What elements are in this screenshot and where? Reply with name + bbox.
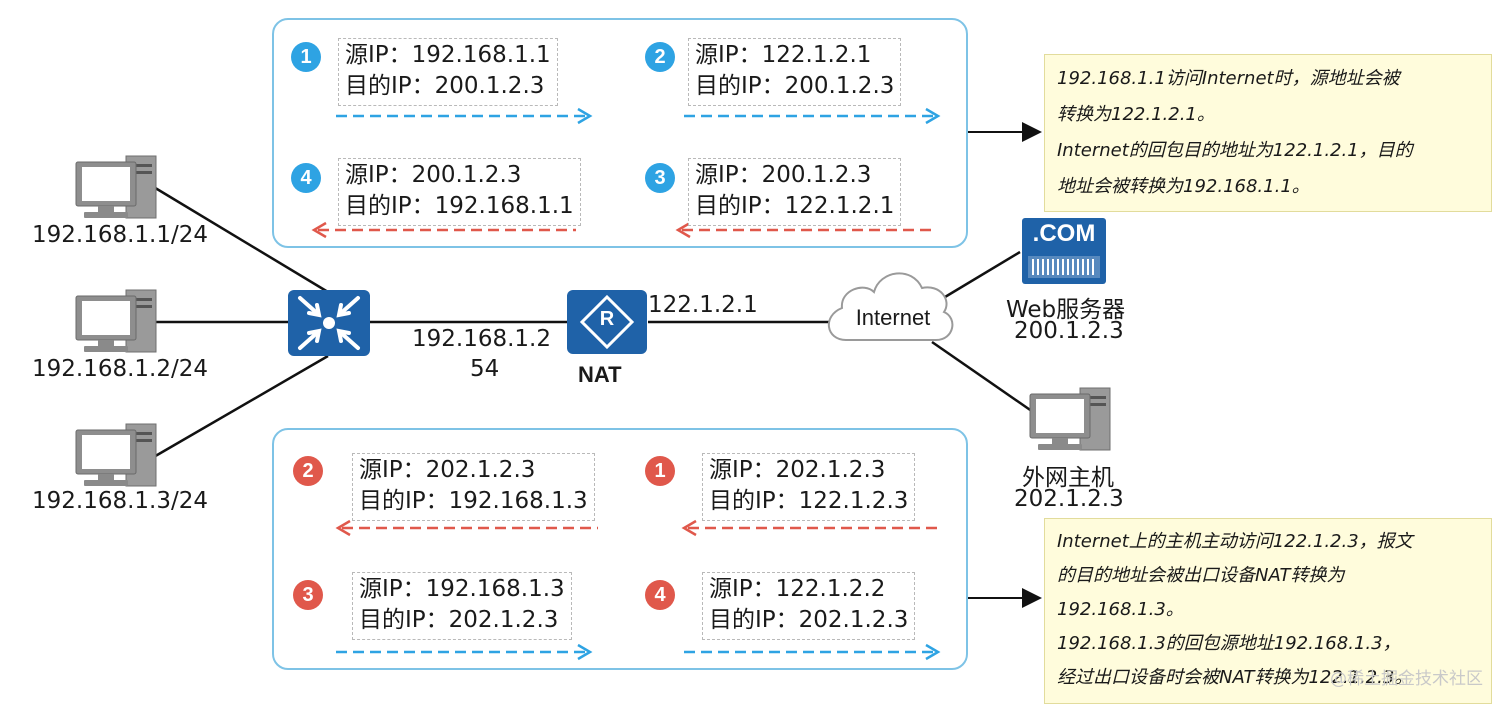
watermark: @稀土掘金技术社区 <box>1330 669 1483 689</box>
web-server-name: Web服务器 <box>1006 297 1126 323</box>
ip-header-box: 源IP：122.1.2.1 目的IP：200.1.2.3 <box>688 38 902 106</box>
src-ip: 源IP：192.168.1.3 <box>359 576 565 602</box>
src-ip: 源IP：192.168.1.1 <box>345 42 551 68</box>
external-host-name: 外网主机 <box>1022 465 1114 491</box>
computer-icon <box>75 289 157 353</box>
src-ip: 源IP：122.1.2.1 <box>695 42 872 68</box>
step-badge: 4 <box>645 580 675 610</box>
web-server-icon <box>1022 218 1106 284</box>
ip-header-box: 源IP：192.168.1.1 目的IP：200.1.2.3 <box>338 38 558 106</box>
dst-ip: 目的IP：200.1.2.3 <box>345 73 545 99</box>
step-badge: 2 <box>645 42 675 72</box>
dst-ip: 目的IP：122.1.2.3 <box>709 488 909 514</box>
step-badge: 3 <box>645 163 675 193</box>
dst-ip: 目的IP：202.1.2.3 <box>359 607 559 633</box>
src-ip: 源IP：202.1.2.3 <box>359 457 536 483</box>
link-cloud-external <box>931 340 1037 416</box>
step-badge: 2 <box>293 456 323 486</box>
router-name: NAT <box>578 362 622 387</box>
web-server-badge: .COM <box>1032 220 1096 247</box>
ip-header-box: 源IP：202.1.2.3 目的IP：122.1.2.3 <box>702 453 916 521</box>
step-badge: 1 <box>645 456 675 486</box>
dst-ip: 目的IP：192.168.1.1 <box>345 193 574 219</box>
router-inside-ip: 192.168.1.2 <box>412 326 551 352</box>
link-host1-switch <box>151 184 329 294</box>
router-icon <box>567 290 647 354</box>
switch-icon <box>288 290 370 356</box>
dst-ip: 目的IP：192.168.1.3 <box>359 488 588 514</box>
external-host-ip: 202.1.2.3 <box>1014 486 1124 512</box>
ip-header-box: 源IP：200.1.2.3 目的IP：192.168.1.1 <box>338 158 581 226</box>
host-label: 192.168.1.3/24 <box>32 488 209 514</box>
note-line: Internet的回包目的地址为122.1.2.1，目的 <box>1057 140 1413 161</box>
note-line: Internet上的主机主动访问122.1.2.3，报文 <box>1057 531 1413 552</box>
ip-header-box: 源IP：202.1.2.3 目的IP：192.168.1.3 <box>352 453 595 521</box>
note-line: 转换为122.1.2.1。 <box>1057 104 1215 125</box>
note-line: 经过出口设备时会被NAT转换为122.1.2.3。 <box>1057 667 1413 688</box>
cloud-icon <box>827 272 954 341</box>
step-badge: 4 <box>291 163 321 193</box>
router-inside-ip-suffix: 54 <box>470 356 500 382</box>
link-host3-switch <box>151 354 329 460</box>
host-label: 192.168.1.2/24 <box>32 356 209 382</box>
note-line: 192.168.1.3的回包源地址192.168.1.3， <box>1057 633 1401 654</box>
router-glyph: R <box>599 308 615 330</box>
step-badge: 1 <box>291 42 321 72</box>
host-label: 192.168.1.1/24 <box>32 222 209 248</box>
ip-header-box: 源IP：200.1.2.3 目的IP：122.1.2.1 <box>688 158 902 226</box>
link-cloud-web <box>939 250 1021 302</box>
computer-icon <box>75 155 157 219</box>
computer-icon <box>1029 387 1111 451</box>
note-line: 地址会被转换为192.168.1.1。 <box>1057 176 1310 197</box>
web-server-ip: 200.1.2.3 <box>1014 318 1124 344</box>
src-ip: 源IP：122.1.2.2 <box>709 576 886 602</box>
src-ip: 源IP：200.1.2.3 <box>695 162 872 188</box>
dst-ip: 目的IP：200.1.2.3 <box>695 73 895 99</box>
cloud-label: Internet <box>855 305 931 330</box>
src-ip: 源IP：202.1.2.3 <box>709 457 886 483</box>
ip-header-box: 源IP：122.1.2.2 目的IP：202.1.2.3 <box>702 572 916 640</box>
note-top: 192.168.1.1访问Internet时，源地址会被 转换为122.1.2.… <box>1044 54 1492 212</box>
router-outside-ip: 122.1.2.1 <box>648 292 758 318</box>
note-line: 的目的地址会被出口设备NAT转换为 <box>1057 565 1345 586</box>
note-bottom: Internet上的主机主动访问122.1.2.3，报文 的目的地址会被出口设备… <box>1044 518 1492 704</box>
src-ip: 源IP：200.1.2.3 <box>345 162 522 188</box>
note-line: 192.168.1.1访问Internet时，源地址会被 <box>1057 68 1400 89</box>
dst-ip: 目的IP：122.1.2.1 <box>695 193 895 219</box>
step-badge: 3 <box>293 580 323 610</box>
computer-icon <box>75 423 157 487</box>
note-line: 192.168.1.3。 <box>1057 599 1184 620</box>
dst-ip: 目的IP：202.1.2.3 <box>709 607 909 633</box>
ip-header-box: 源IP：192.168.1.3 目的IP：202.1.2.3 <box>352 572 572 640</box>
